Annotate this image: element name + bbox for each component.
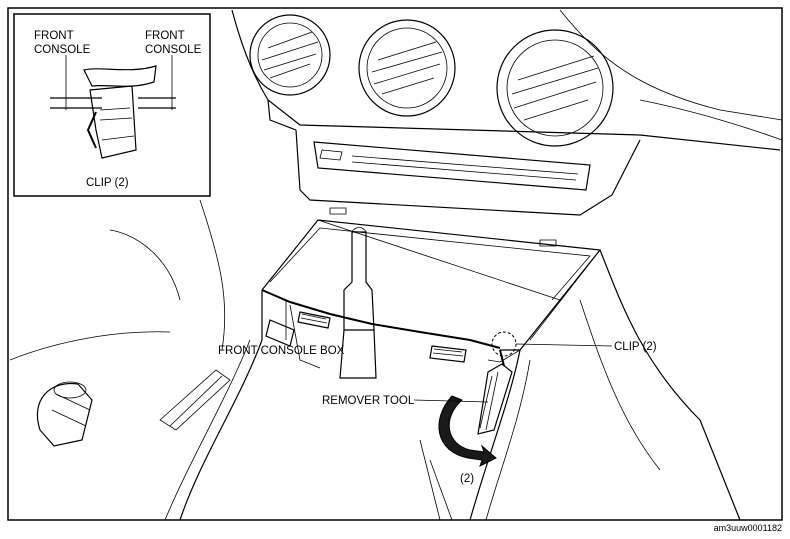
label-clip: CLIP (2) xyxy=(614,341,657,353)
label-step-2: (2) xyxy=(460,473,474,485)
prying-direction-arrow xyxy=(438,395,497,467)
cup-holder xyxy=(36,381,93,447)
label-remover-tool: REMOVER TOOL xyxy=(322,395,415,407)
inset-frame xyxy=(13,13,211,197)
inset-label-clip: CLIP (2) xyxy=(86,177,129,189)
audio-unit xyxy=(295,129,641,247)
front-console-box xyxy=(261,219,602,369)
inset-detail: FRONT CONSOLE FRONT CONSOLE CLIP (2) xyxy=(13,13,211,197)
inset-label-front-console-right-line2: CONSOLE xyxy=(145,44,202,56)
main-illustration xyxy=(9,9,783,521)
inset-label-front-console-left-line2: CONSOLE xyxy=(34,44,91,56)
callouts: FRONT CONSOLE BOX CLIP (2) REMOVER TOOL … xyxy=(218,300,657,485)
inset-label-front-console-left-line1: FRONT xyxy=(34,30,74,42)
air-vent-right xyxy=(496,29,614,147)
figure-frame xyxy=(7,7,783,521)
clip-tabs xyxy=(265,311,467,363)
shift-lever xyxy=(339,227,377,379)
air-vent-left xyxy=(249,14,331,96)
figure-reference-code: am3uuw0001182 xyxy=(714,523,782,533)
inset-label-front-console-right-line1: FRONT xyxy=(145,30,185,42)
air-vent-center xyxy=(358,19,456,117)
remover-tool xyxy=(477,349,513,435)
clip-location-marker xyxy=(491,331,517,357)
label-front-console-box: FRONT CONSOLE BOX xyxy=(218,345,345,357)
